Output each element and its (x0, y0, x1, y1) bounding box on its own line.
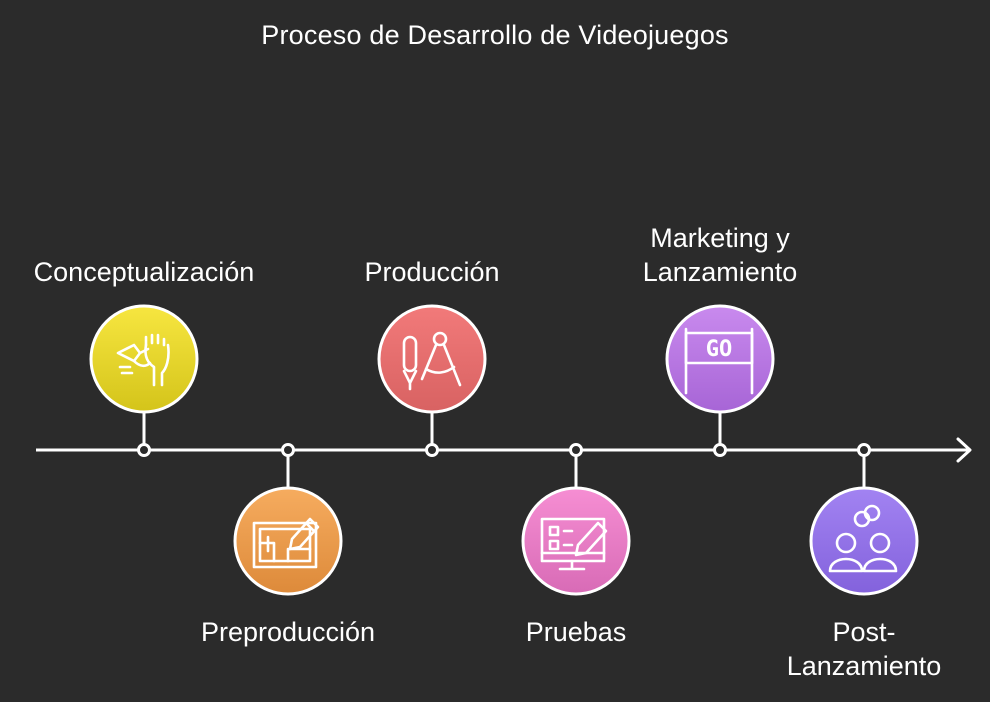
stage-label-line: Lanzamiento (642, 257, 798, 287)
stage-circle-conceptualizacion (89, 304, 199, 414)
stage-produccion (377, 304, 487, 457)
stage-label-produccion: Producción (272, 255, 592, 289)
stage-label-conceptualizacion: Conceptualización (0, 255, 304, 289)
people-support-icon (828, 504, 898, 573)
stage-label-pruebas: Pruebas (416, 615, 736, 649)
stage-conceptualizacion (89, 304, 199, 457)
hand-pen-icon (116, 333, 170, 387)
stage-label-marketing: Marketing y Lanzamiento (560, 221, 880, 289)
stage-label-line: Producción (364, 257, 500, 287)
timeline-dot-pruebas (569, 443, 583, 457)
stage-circle-preproduccion (233, 486, 343, 596)
stage-label-line: Pruebas (525, 617, 627, 647)
timeline-dot-conceptualizacion (137, 443, 151, 457)
timeline-dot-marketing (713, 443, 727, 457)
stage-preproduccion (233, 443, 343, 596)
stage-label-line: Lanzamiento (786, 651, 942, 681)
timeline (36, 437, 972, 463)
timeline-dot-preproduccion (281, 443, 295, 457)
stage-label-post-lanzamiento: Post- Lanzamiento (704, 615, 990, 683)
timeline-dot-post-lanzamiento (857, 443, 871, 457)
stage-label-line: Preproducción (200, 617, 376, 647)
go-sign-icon: GO (684, 327, 754, 395)
stage-marketing: GO (665, 304, 775, 457)
stage-circle-post-lanzamiento (809, 486, 919, 596)
stage-circle-pruebas (521, 486, 631, 596)
timeline-dot-produccion (425, 443, 439, 457)
drafting-tools-icon (402, 331, 462, 391)
svg-text:GO: GO (706, 337, 733, 362)
stage-label-line: Conceptualización (33, 257, 255, 287)
page-title: Proceso de Desarrollo de Videojuegos (261, 20, 729, 50)
stage-circle-produccion (377, 304, 487, 414)
stage-post-lanzamiento (809, 443, 919, 596)
stage-label-line: Post- (832, 617, 896, 647)
stage-label-line: Marketing y (650, 223, 790, 253)
blueprint-pencil-icon (252, 517, 320, 569)
monitor-checklist-icon (540, 517, 608, 571)
timeline-arrowhead (956, 437, 972, 463)
stage-pruebas (521, 443, 631, 596)
stage-label-preproduccion: Preproducción (128, 615, 448, 649)
